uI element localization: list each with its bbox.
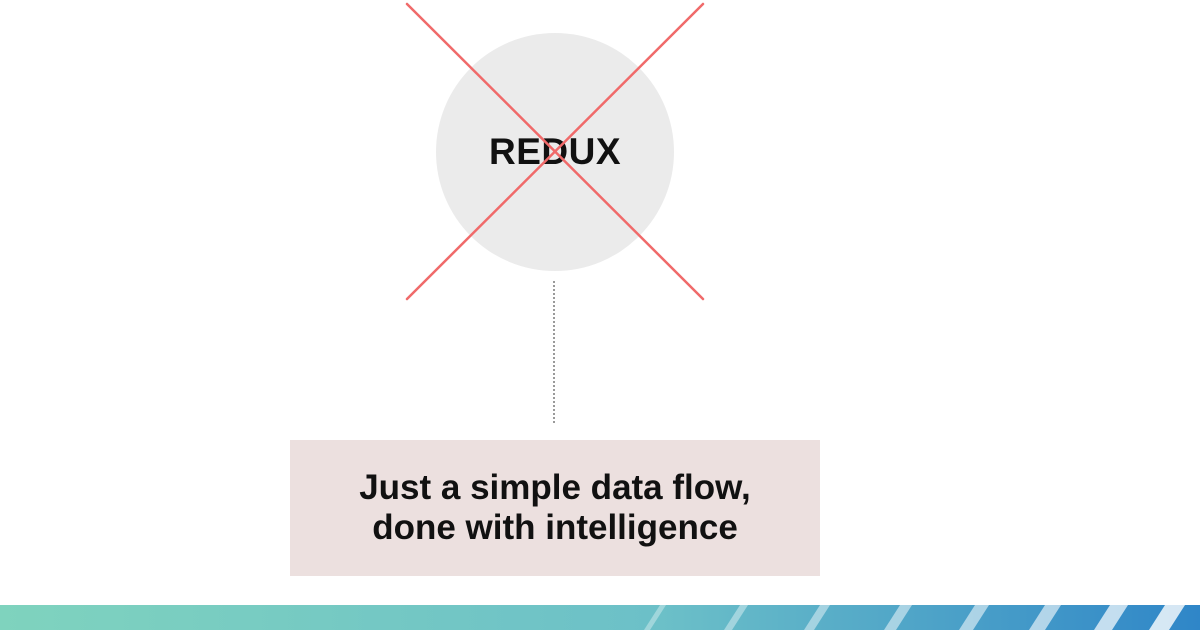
footer-stripe [644, 605, 666, 630]
caption-box: Just a simple data flow, done with intel… [290, 440, 820, 576]
footer-stripe [1149, 605, 1185, 630]
footer-stripe [724, 605, 748, 630]
footer-stripe [804, 605, 830, 630]
footer-stripe [959, 605, 989, 630]
caption-line-2: done with intelligence [372, 508, 738, 547]
connector-line [553, 281, 555, 423]
footer-stripe [884, 605, 912, 630]
footer-band-stripes [644, 605, 1185, 630]
redux-node-label: REDUX [488, 131, 622, 172]
caption-text: Just a simple data flow, done with intel… [359, 468, 751, 548]
footer-band [0, 605, 1200, 630]
footer-band-fill [0, 605, 1200, 630]
footer-stripe [1029, 605, 1061, 630]
footer-stripe [1094, 605, 1128, 630]
caption-line-1: Just a simple data flow, [359, 468, 751, 507]
